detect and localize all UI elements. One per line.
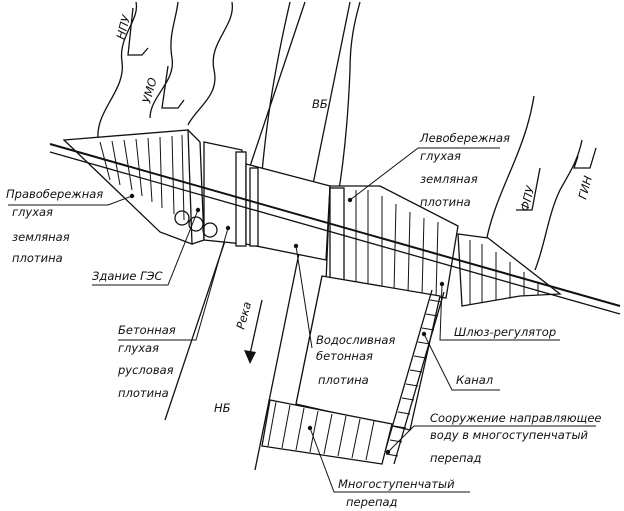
label-river: Река: [233, 300, 254, 331]
label-right-dam-2: глухая: [12, 205, 53, 219]
river-arrow: [244, 299, 263, 364]
label-left-dam-4: плотина: [420, 195, 471, 209]
far-bank-dam-shape: [457, 233, 562, 307]
label-vb: ВБ: [312, 97, 328, 111]
diagram-labels: НПУ УМО ФПУ ГИН Река ВБ НБ Правобережная…: [6, 13, 602, 509]
label-concrete-dam-2: глухая: [118, 341, 159, 355]
label-guide-structure-3: перепад: [430, 451, 482, 465]
spillway-shape: [295, 275, 441, 431]
label-fpu: ФПУ: [517, 184, 537, 213]
label-hpp: Здание ГЭС: [92, 269, 163, 283]
label-umo: УМО: [139, 76, 159, 105]
multistep-drop-shape: [261, 399, 393, 465]
dam-axis: [49, 143, 621, 315]
terrain-line-3: [187, 1, 233, 126]
label-guide-structure-2: воду в многоступенчатый: [430, 428, 589, 442]
label-canal: Канал: [456, 373, 494, 387]
label-drop-1: Многоступенчатый: [338, 477, 455, 491]
label-spillway-1: Водосливная: [316, 333, 395, 347]
label-concrete-dam-1: Бетонная: [118, 323, 176, 337]
terrain-line-2: [149, 1, 179, 119]
label-concrete-dam-3: русловая: [117, 363, 174, 377]
leader-lines: [8, 147, 596, 493]
terrain-line-5: [337, 1, 361, 197]
label-npu: НПУ: [113, 13, 133, 41]
label-nb: НБ: [214, 401, 231, 415]
label-guide-structure-1: Сооружение направляющее: [430, 411, 602, 425]
terrain-line-1: [97, 1, 138, 139]
label-right-dam-1: Правобережная: [6, 187, 103, 201]
label-drop-2: перепад: [346, 495, 398, 509]
terrain-line-7: [534, 139, 583, 271]
label-left-dam-1: Левобережная: [419, 131, 510, 145]
label-spillway-3: плотина: [318, 373, 369, 387]
label-lock: Шлюз-регулятор: [454, 325, 556, 339]
label-left-dam-3: земляная: [420, 172, 478, 186]
label-right-dam-4: плотина: [12, 251, 63, 265]
label-spillway-2: бетонная: [316, 349, 373, 363]
terrain-line-4: [261, 1, 291, 173]
label-concrete-dam-4: плотина: [118, 386, 169, 400]
level-markers: [127, 7, 597, 211]
right-bank-dam-shape: [62, 129, 205, 245]
terrain-line-6: [484, 95, 535, 249]
label-gin: ГИН: [575, 174, 595, 201]
label-left-dam-2: глухая: [420, 149, 461, 163]
label-right-dam-3: земляная: [12, 230, 70, 244]
